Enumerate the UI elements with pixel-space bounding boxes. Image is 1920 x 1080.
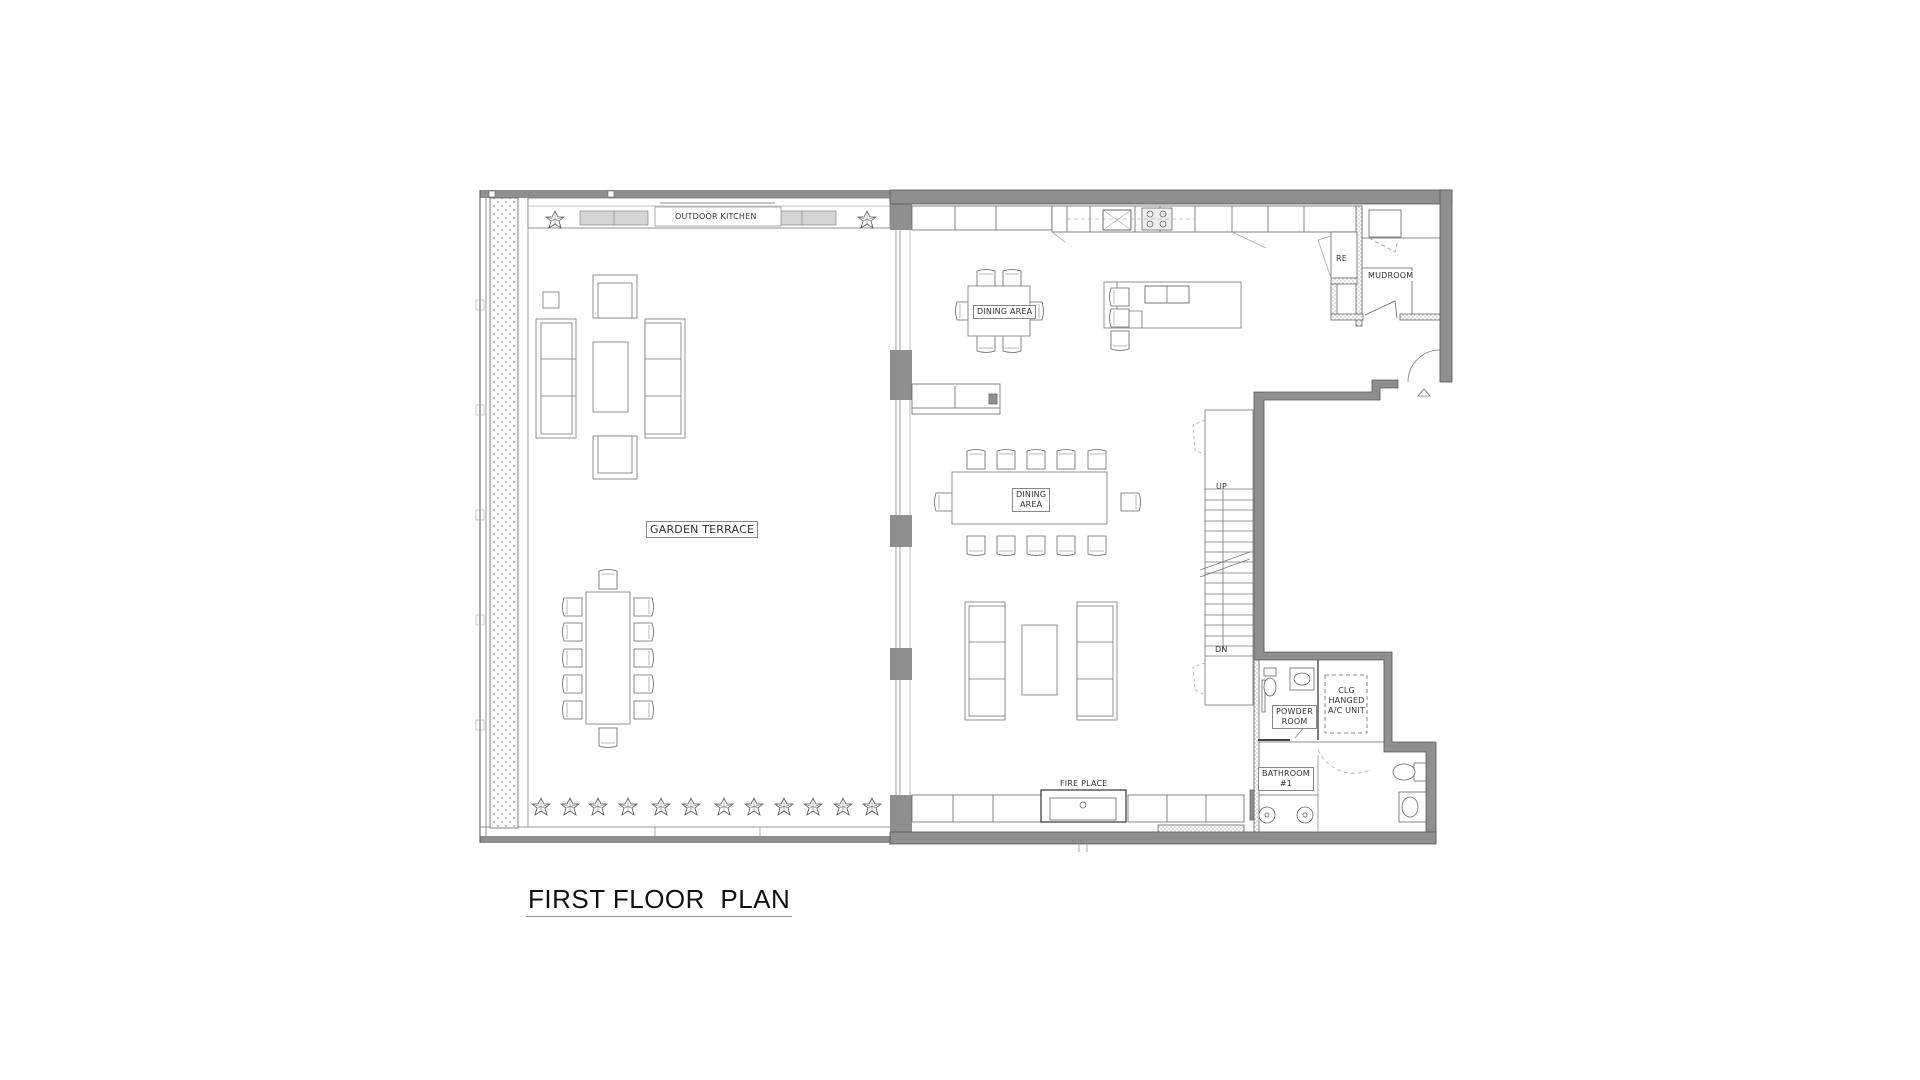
room-label-powder-room: POWDER ROOM (1272, 705, 1318, 729)
glazed-partition-wall (890, 190, 912, 843)
room-label-main-dining-line1: DINING (1016, 490, 1047, 499)
staircase (1192, 409, 1254, 706)
room-label-ac-unit: CLG HANGED A/C UNIT (1328, 686, 1365, 716)
room-label-powder-line2: ROOM (1281, 717, 1308, 726)
room-label-outdoor-kitchen: OUTDOOR KITCHEN (672, 211, 760, 223)
room-label-ac-line2: HANGED (1328, 696, 1365, 705)
exterior-walls (889, 189, 1453, 845)
fireplace-wall (911, 789, 1245, 852)
kitchen-island (1103, 281, 1242, 351)
kitchen-counters (911, 205, 1363, 249)
room-label-bathroom-line1: BATHROOM (1262, 769, 1310, 778)
room-label-bathroom-1: BATHROOM #1 (1258, 767, 1314, 791)
room-label-kitchen-dining-area: DINING AREA (973, 305, 1037, 319)
terrace-lounge-furniture (535, 274, 686, 480)
living-room-furniture (964, 601, 1118, 721)
bathroom-block (1249, 659, 1427, 833)
room-label-main-dining-area: DINING AREA (1012, 488, 1051, 512)
stair-label-down: DN (1215, 645, 1228, 654)
room-label-powder-line1: POWDER (1276, 707, 1314, 716)
built-in-cabinet (911, 383, 1001, 415)
room-label-main-dining-line2: AREA (1019, 500, 1043, 509)
room-label-ac-line1: CLG (1338, 686, 1355, 695)
terrace-dining-set (562, 569, 654, 748)
garden-terrace (475, 190, 892, 843)
room-label-garden-terrace: GARDEN TERRACE (646, 521, 759, 538)
room-label-ac-line3: A/C UNIT (1328, 706, 1365, 715)
stair-label-up: UP (1216, 482, 1228, 491)
mudroom-area (1317, 205, 1441, 397)
terrace-plant-row (531, 797, 882, 816)
drawing-title: FIRST FLOOR PLAN (526, 884, 793, 917)
room-label-mudroom: MUDROOM (1368, 271, 1414, 281)
room-label-fire-place: FIRE PLACE (1060, 779, 1108, 789)
room-label-bathroom-line2: #1 (1279, 779, 1293, 788)
room-label-re: RE (1336, 254, 1348, 264)
